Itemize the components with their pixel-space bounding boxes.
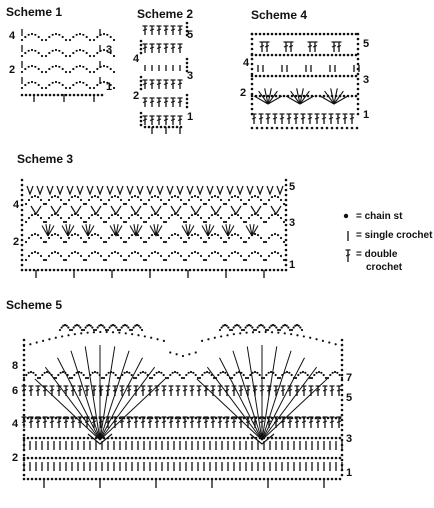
s4-row-2: 2	[240, 87, 247, 99]
scheme-3-diagram	[20, 178, 288, 278]
legend-dc-line2: crochet	[366, 262, 403, 273]
legend-sc: = single crochet	[356, 230, 433, 241]
s4-row-3: 3	[363, 74, 370, 86]
scheme-1-title: Scheme 1	[6, 5, 63, 19]
s1-row-2: 2	[9, 64, 16, 76]
scheme-5-diagram	[21, 323, 344, 488]
s2-row-4: 4	[133, 53, 140, 65]
scheme-2-title: Scheme 2	[137, 7, 194, 21]
s3-row-4: 4	[13, 199, 20, 211]
s4-row-1: 1	[363, 109, 370, 121]
s2-row-3: 3	[187, 70, 194, 82]
s3-row-5: 5	[289, 181, 296, 193]
s3-row-2: 2	[13, 236, 20, 248]
scheme-3-title: Scheme 3	[17, 152, 74, 166]
s5-row-1: 1	[346, 467, 353, 479]
s2-row-5: 5	[187, 29, 194, 41]
legend-chain: = chain st	[356, 211, 403, 222]
s3-row-3: 3	[289, 217, 296, 229]
s5-row-6: 6	[12, 385, 19, 397]
scheme-4-title: Scheme 4	[251, 8, 308, 22]
legend-dc-line1: = double	[356, 249, 398, 260]
s2-row-2: 2	[133, 90, 140, 102]
scheme-4-diagram	[250, 32, 360, 130]
s4-row-4: 4	[243, 57, 250, 69]
s5-row-4: 4	[12, 418, 19, 430]
s1-row-3: 3	[106, 44, 113, 56]
s1-row-1: 1	[106, 81, 113, 93]
s3-row-1: 1	[289, 259, 296, 271]
scheme-5-title: Scheme 5	[6, 298, 63, 312]
s5-row-5: 5	[346, 392, 353, 404]
s2-row-1: 1	[187, 111, 194, 123]
scheme-1-diagram	[20, 29, 116, 102]
scheme-2-diagram	[139, 21, 189, 134]
s1-row-4: 4	[9, 30, 16, 42]
s5-row-8: 8	[12, 360, 19, 372]
s5-row-3: 3	[346, 433, 353, 445]
s4-row-5: 5	[363, 38, 370, 50]
legend-symbols	[343, 213, 351, 262]
s5-row-2: 2	[12, 452, 19, 464]
s5-row-7: 7	[346, 372, 353, 384]
